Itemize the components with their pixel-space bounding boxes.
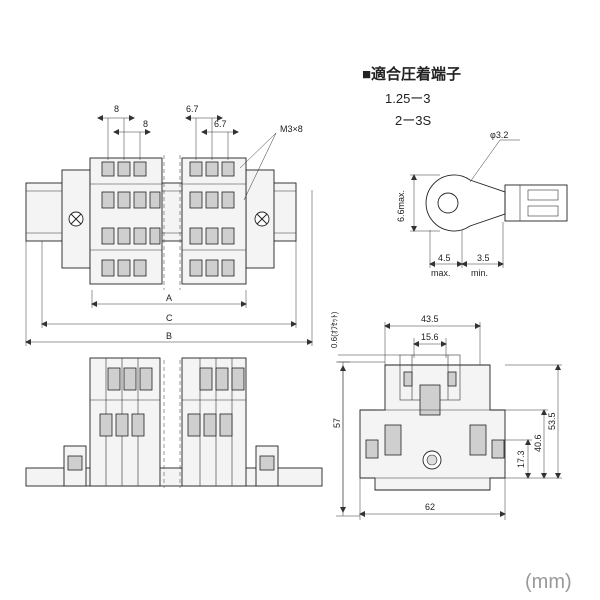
stopper-screw-left <box>68 211 84 227</box>
terminal-spec-title: ■適合圧着端子 <box>362 65 461 83</box>
height-right-label: 53.5 <box>547 412 557 430</box>
terminal-hole <box>437 192 459 214</box>
dim-left-note: max. <box>431 268 451 278</box>
bottom-width-label: 62 <box>425 502 435 512</box>
dim-right-note: min. <box>471 268 488 278</box>
front-view <box>25 357 323 488</box>
dim-a-label: A <box>166 293 172 303</box>
ring-terminal-drawing <box>425 139 568 232</box>
end-view <box>359 354 506 491</box>
pitch-label-b: 8 <box>143 119 148 129</box>
terminal-spec-item-1: 1.25ー3 <box>385 91 431 106</box>
top-view: 8 8 6.7 6.7 M3×8 A C B <box>25 104 313 346</box>
dim-c-label: C <box>166 313 173 323</box>
height-low-label: 17.3 <box>516 450 526 468</box>
width-label: 6.6max. <box>396 190 406 222</box>
terminal-spec-item-2: 2ー3S <box>395 113 431 128</box>
pitch-label-d: 6.7 <box>214 119 227 129</box>
height-total-label: 57 <box>332 418 342 428</box>
hole-diameter-label: φ3.2 <box>490 130 508 140</box>
height-mid-label: 40.6 <box>533 434 543 452</box>
units-label: (mm) <box>525 571 572 593</box>
dim-right-value: 3.5 <box>477 253 490 263</box>
dim-b-label: B <box>166 331 172 341</box>
inner-width-label: 15.6 <box>421 332 439 342</box>
screw-rows <box>90 161 246 277</box>
screw-label: M3×8 <box>280 124 303 134</box>
dim-left-value: 4.5 <box>438 253 451 263</box>
stopper-screw-right <box>254 211 270 227</box>
pitch-dims <box>97 115 239 160</box>
offset-label: 0.6(ｵﾌｾｯﾄ) <box>330 311 339 348</box>
pitch-label-a: 8 <box>114 104 119 114</box>
top-width-label: 43.5 <box>421 314 439 324</box>
pitch-label-c: 6.7 <box>186 104 199 114</box>
